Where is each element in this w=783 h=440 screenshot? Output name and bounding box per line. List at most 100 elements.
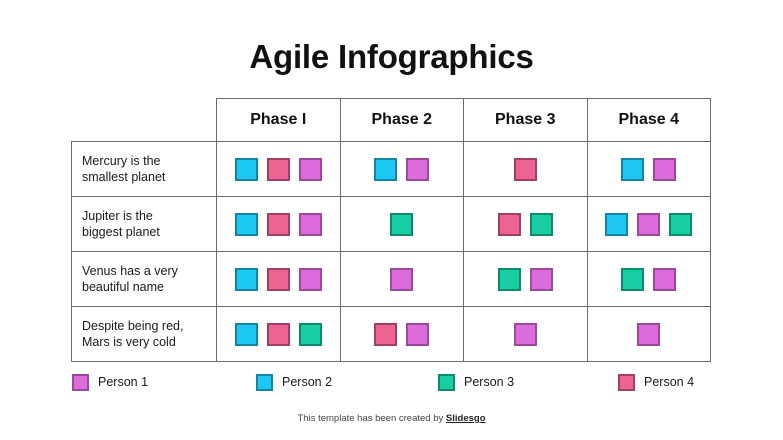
cell-r4-phase3[interactable] bbox=[463, 306, 588, 362]
cell-r1-phase2[interactable] bbox=[339, 141, 464, 197]
legend-swatch-person4-icon bbox=[618, 373, 635, 391]
agile-phase-matrix: Phase I Phase 2 Phase 3 Phase 4 Mercury … bbox=[71, 98, 711, 362]
chip-person3-icon[interactable] bbox=[529, 212, 553, 236]
chip-person1-icon[interactable] bbox=[653, 157, 677, 181]
cell-r2-phase1[interactable] bbox=[216, 196, 341, 252]
chip-group bbox=[588, 252, 711, 306]
cell-r1-phase3[interactable] bbox=[463, 141, 588, 197]
chip-person3-icon[interactable] bbox=[298, 322, 322, 346]
row-label-4: Despite being red, Mars is very cold bbox=[71, 306, 217, 362]
chip-person2-icon[interactable] bbox=[234, 322, 258, 346]
row-label-line-1: Mercury is the bbox=[82, 153, 161, 168]
row-label-line-1: Jupiter is the bbox=[82, 208, 153, 223]
column-header-phase-4: Phase 4 bbox=[586, 98, 711, 142]
table-row: Despite being red, Mars is very cold bbox=[71, 306, 711, 362]
chip-person4-icon[interactable] bbox=[513, 157, 537, 181]
chip-person3-icon[interactable] bbox=[497, 267, 521, 291]
cell-r3-phase3[interactable] bbox=[463, 251, 588, 307]
cell-r2-phase3[interactable] bbox=[463, 196, 588, 252]
chip-person1-icon[interactable] bbox=[637, 322, 661, 346]
chip-person3-icon[interactable] bbox=[390, 212, 414, 236]
cell-r4-phase1[interactable] bbox=[216, 306, 341, 362]
chip-person3-icon[interactable] bbox=[621, 267, 645, 291]
chip-person1-icon[interactable] bbox=[406, 322, 430, 346]
chip-group bbox=[217, 142, 340, 196]
chip-person4-icon[interactable] bbox=[266, 322, 290, 346]
footer-prefix: This template has been created by bbox=[297, 413, 446, 424]
cell-r4-phase4[interactable] bbox=[586, 306, 711, 362]
matrix-header: Phase I Phase 2 Phase 3 Phase 4 bbox=[72, 98, 711, 142]
chip-person4-icon[interactable] bbox=[497, 212, 521, 236]
legend-swatch-person1-icon bbox=[72, 373, 89, 391]
chip-group bbox=[217, 307, 340, 361]
column-header-phase-2: Phase 2 bbox=[339, 98, 464, 142]
legend: Person 1 Person 2 Person 3 Person 4 bbox=[71, 372, 710, 392]
row-label-line-2: biggest planet bbox=[82, 225, 160, 239]
chip-person1-icon[interactable] bbox=[298, 267, 322, 291]
chip-group bbox=[464, 197, 587, 251]
legend-label-person3: Person 3 bbox=[464, 375, 515, 389]
row-label-2: Jupiter is the biggest planet bbox=[71, 196, 217, 252]
table-row: Mercury is the smallest planet bbox=[71, 141, 711, 197]
chip-person4-icon[interactable] bbox=[266, 157, 290, 181]
legend-item-person2[interactable]: Person 2 bbox=[256, 372, 332, 392]
cell-r1-phase4[interactable] bbox=[586, 141, 711, 197]
cell-r1-phase1[interactable] bbox=[216, 141, 341, 197]
row-label-3: Venus has a very beautiful name bbox=[71, 251, 217, 307]
chip-person2-icon[interactable] bbox=[234, 267, 258, 291]
cell-r3-phase1[interactable] bbox=[216, 251, 341, 307]
row-label-line-2: smallest planet bbox=[82, 170, 166, 184]
row-label-line-1: Despite being red, bbox=[82, 318, 184, 333]
row-label-line-2: Mars is very cold bbox=[82, 335, 176, 349]
chip-group bbox=[341, 252, 464, 306]
chip-person1-icon[interactable] bbox=[298, 157, 322, 181]
chip-person2-icon[interactable] bbox=[605, 212, 629, 236]
legend-swatch-person3-icon bbox=[438, 373, 455, 391]
legend-label-person1: Person 1 bbox=[98, 375, 149, 389]
footer-credit: This template has been created by Slides… bbox=[0, 413, 783, 424]
chip-person4-icon[interactable] bbox=[374, 322, 398, 346]
chip-person1-icon[interactable] bbox=[529, 267, 553, 291]
chip-group bbox=[217, 252, 340, 306]
chip-person2-icon[interactable] bbox=[234, 157, 258, 181]
legend-swatch-person2-icon bbox=[256, 373, 273, 391]
header-row: Phase I Phase 2 Phase 3 Phase 4 bbox=[72, 98, 711, 142]
chip-person4-icon[interactable] bbox=[266, 267, 290, 291]
chip-group bbox=[464, 252, 587, 306]
chip-person1-icon[interactable] bbox=[298, 212, 322, 236]
cell-r2-phase4[interactable] bbox=[586, 196, 711, 252]
chip-person2-icon[interactable] bbox=[621, 157, 645, 181]
row-label-line-2: beautiful name bbox=[82, 280, 165, 294]
chip-person2-icon[interactable] bbox=[234, 212, 258, 236]
row-label-line-1: Venus has a very bbox=[82, 263, 178, 278]
chip-person4-icon[interactable] bbox=[266, 212, 290, 236]
chip-person1-icon[interactable] bbox=[653, 267, 677, 291]
row-label-1: Mercury is the smallest planet bbox=[71, 141, 217, 197]
chip-group bbox=[588, 307, 711, 361]
table-row: Jupiter is the biggest planet bbox=[71, 196, 711, 252]
chip-person1-icon[interactable] bbox=[406, 157, 430, 181]
chip-group bbox=[341, 142, 464, 196]
cell-r2-phase2[interactable] bbox=[339, 196, 464, 252]
cell-r3-phase2[interactable] bbox=[339, 251, 464, 307]
legend-item-person4[interactable]: Person 4 bbox=[618, 372, 694, 392]
chip-group bbox=[464, 142, 587, 196]
chip-person1-icon[interactable] bbox=[513, 322, 537, 346]
legend-item-person1[interactable]: Person 1 bbox=[72, 372, 148, 392]
chip-person3-icon[interactable] bbox=[669, 212, 693, 236]
table-row: Venus has a very beautiful name bbox=[71, 251, 711, 307]
chip-person1-icon[interactable] bbox=[637, 212, 661, 236]
chip-group bbox=[588, 197, 711, 251]
cell-r3-phase4[interactable] bbox=[586, 251, 711, 307]
chip-person1-icon[interactable] bbox=[390, 267, 414, 291]
chip-group bbox=[341, 307, 464, 361]
cell-r4-phase2[interactable] bbox=[339, 306, 464, 362]
chip-person2-icon[interactable] bbox=[374, 157, 398, 181]
legend-item-person3[interactable]: Person 3 bbox=[438, 372, 514, 392]
column-header-phase-1: Phase I bbox=[216, 98, 341, 142]
chip-group bbox=[217, 197, 340, 251]
legend-label-person2: Person 2 bbox=[282, 375, 333, 389]
chip-group bbox=[588, 142, 711, 196]
slidesgo-link[interactable]: Slidesgo bbox=[445, 413, 486, 424]
